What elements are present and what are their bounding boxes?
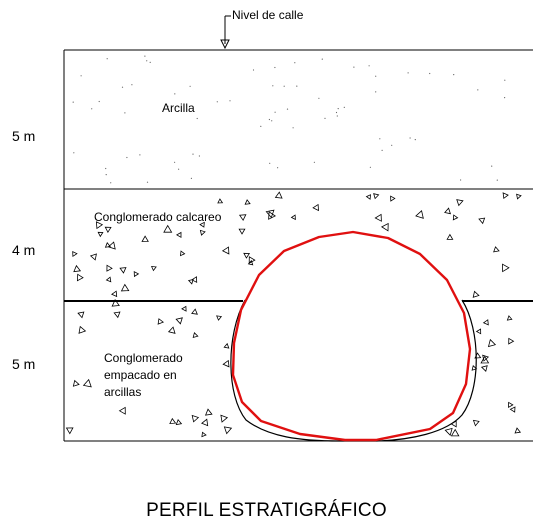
depth-label-calcareous: 4 m bbox=[12, 242, 36, 258]
depth-label-clay: 5 m bbox=[12, 128, 36, 144]
packed-layer-label: Conglomerado empacado en arcillas bbox=[104, 351, 183, 399]
clay-texture bbox=[72, 55, 506, 184]
depth-label-packed: 5 m bbox=[12, 356, 36, 372]
layer-boundaries bbox=[63, 49, 533, 442]
calcareous-layer-label: Conglomerado calcareo bbox=[94, 210, 222, 224]
drawing-title: PERFIL ESTRATIGRÁFICO bbox=[146, 500, 387, 521]
gravel-texture bbox=[65, 191, 522, 438]
clay-layer-label: Arcilla bbox=[162, 101, 195, 115]
tunnel-excavation-outline bbox=[230, 299, 477, 442]
street-level-marker bbox=[220, 15, 231, 50]
street-level-label: Nivel de calle bbox=[232, 8, 304, 22]
tunnel-section-outline bbox=[231, 230, 472, 442]
